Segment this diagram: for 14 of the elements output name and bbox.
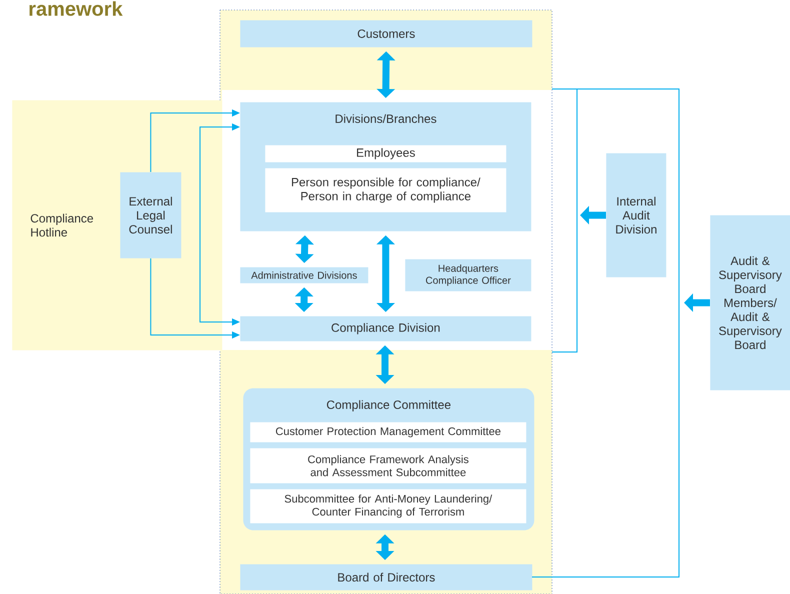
org-box: Administrative Divisions	[240, 267, 368, 284]
org-box: Board of Directors	[240, 564, 532, 590]
org-box: Customer Protection Management Committee	[250, 422, 526, 442]
org-box: Compliance Framework Analysis and Assessment Subcommittee	[250, 448, 526, 484]
org-box: Audit & Supervisory Board Members/ Audit & Supervisory Board	[710, 215, 790, 390]
org-box: Compliance Division	[240, 316, 532, 342]
org-box: Internal Audit Division	[606, 153, 666, 278]
org-box: Employees	[265, 145, 506, 162]
org-box: Person responsible for compliance/ Person in charge of compliance	[265, 168, 506, 212]
org-box: External Legal Counsel	[120, 172, 182, 258]
org-box: Headquarters Compliance Officer	[405, 259, 532, 292]
title: ramework	[30, 1, 123, 16]
org-box: Customers	[240, 20, 532, 48]
org-box: Subcommittee for Anti-Money Laundering/ Counter Financing of Terrorism	[250, 489, 526, 524]
